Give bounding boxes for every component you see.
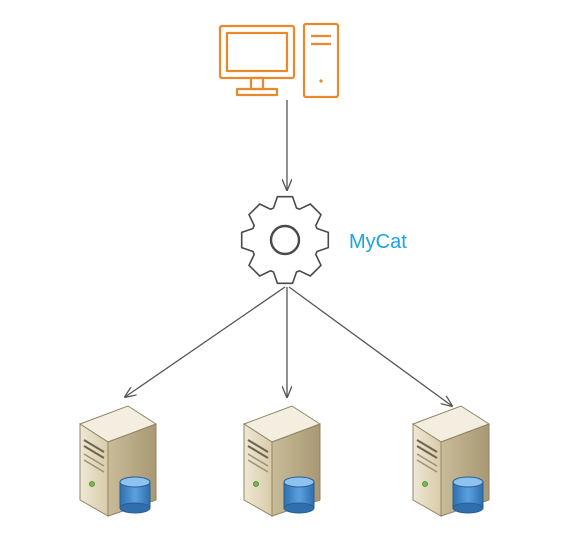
desktop-computer-icon — [218, 22, 340, 99]
database-server-1 — [78, 405, 158, 517]
database-icon — [283, 476, 315, 514]
database-server-icon — [411, 405, 491, 517]
gear-icon — [240, 195, 330, 285]
database-server-3 — [411, 405, 491, 517]
edge-proxy-to-server-1 — [125, 286, 286, 397]
proxy-label: MyCat — [349, 231, 407, 253]
database-server-2 — [242, 405, 322, 517]
database-icon — [452, 476, 484, 514]
database-server-icon — [242, 405, 322, 517]
edge-proxy-to-server-3 — [288, 286, 452, 406]
database-server-icon — [78, 405, 158, 517]
connectors — [125, 100, 452, 406]
database-icon — [119, 476, 151, 514]
